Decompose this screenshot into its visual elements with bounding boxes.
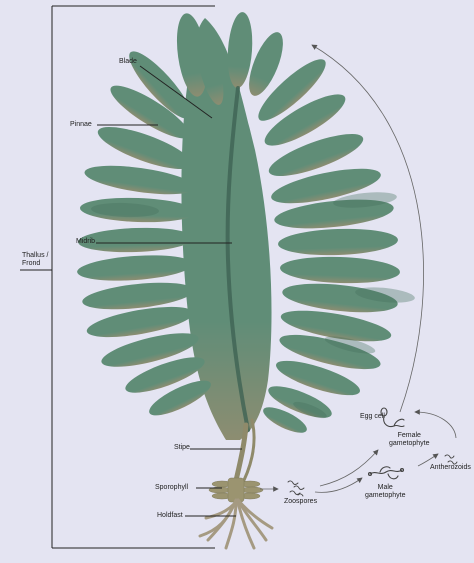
male-gametophyte-line2: gametophyte	[365, 492, 405, 500]
zoospores-icon	[288, 481, 304, 496]
male-gametophyte-icon	[369, 467, 404, 479]
zoospores-label: Zoospores	[284, 498, 317, 506]
female-gametophyte-label: Female gametophyte	[389, 432, 429, 448]
stipe-label: Stipe	[174, 444, 190, 452]
midrib-label: Midrib	[76, 238, 95, 246]
sporophyll-label: Sporophyll	[155, 484, 188, 492]
female-gametophyte-line2: gametophyte	[389, 440, 429, 448]
antherozoids-icon	[445, 455, 457, 464]
male-gametophyte-label: Male gametophyte	[365, 484, 405, 500]
thallus-label: Thallus / Frond	[22, 252, 48, 268]
thallus-label-line2: Frond	[22, 260, 48, 268]
thallus-label-line1: Thallus /	[22, 252, 48, 260]
sporophyll-cluster	[209, 478, 263, 502]
blade-label: Blade	[119, 58, 137, 66]
female-gametophyte-line1: Female	[389, 432, 429, 440]
egg-cell-label: Egg cell	[360, 413, 385, 421]
holdfast-label: Holdfast	[157, 512, 183, 520]
pinnae-label: Pinnae	[70, 121, 92, 129]
holdfast	[200, 500, 272, 548]
male-gametophyte-line1: Male	[365, 484, 405, 492]
antherozoids-label: Antherozoids	[430, 464, 471, 472]
